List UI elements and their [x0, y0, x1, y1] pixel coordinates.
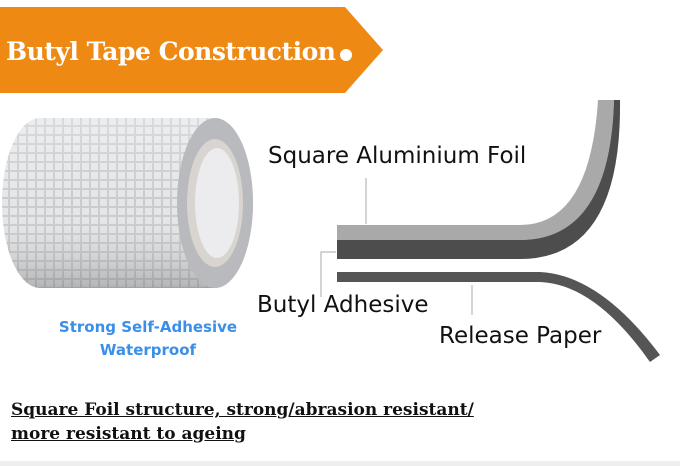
product-caption-line1: Strong Self-Adhesive	[58, 318, 238, 336]
tape-roll-image	[2, 118, 253, 288]
bullet-dot-icon	[340, 49, 352, 61]
bottom-divider	[0, 461, 680, 466]
product-caption-line2: Waterproof	[99, 341, 197, 359]
banner: Butyl Tape Construction	[0, 7, 383, 93]
label-adhesive: Butyl Adhesive	[257, 292, 429, 318]
layer-diagram	[320, 100, 660, 362]
footer-line2: more resistant to ageing	[11, 424, 246, 444]
label-release-paper: Release Paper	[439, 323, 602, 349]
footer-text: Square Foil structure, strong/abrasion r…	[11, 398, 474, 446]
footer-line1: Square Foil structure, strong/abrasion r…	[11, 400, 474, 420]
banner-title: Butyl Tape Construction	[6, 37, 336, 66]
label-foil: Square Aluminium Foil	[268, 143, 527, 169]
